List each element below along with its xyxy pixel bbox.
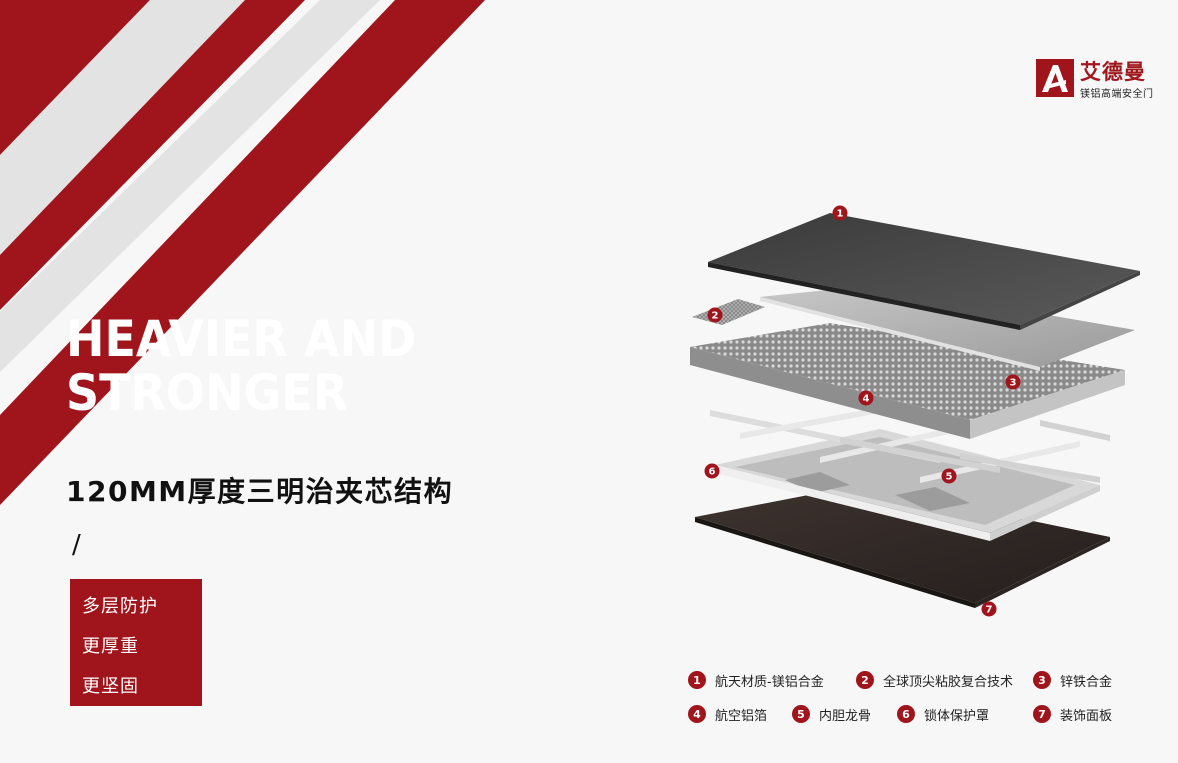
layer-2-adhesive-mesh	[692, 299, 765, 325]
svg-text:3: 3	[1010, 378, 1017, 389]
svg-text:5: 5	[946, 472, 953, 483]
layer-7-decorative-panel	[695, 485, 1110, 608]
feature-item: 更厚重	[82, 636, 139, 657]
legend-item-3: 3 锌铁合金	[1033, 670, 1112, 690]
legend-item-4: 4 航空铝箔	[688, 704, 767, 724]
legend-number-badge: 1	[688, 671, 706, 689]
layer-badge-4: 4	[858, 390, 874, 406]
brand-logo-mark-icon	[1036, 59, 1074, 97]
headline: HEAVIER AND STRONGER	[66, 312, 447, 420]
headline-line-2: STRONGER	[66, 364, 349, 422]
svg-text:7: 7	[986, 605, 993, 616]
legend-number-badge: 2	[856, 671, 874, 689]
legend-item-5: 5 内胆龙骨	[792, 704, 871, 724]
legend-label: 内胆龙骨	[819, 708, 872, 724]
layer-5-inner-frame	[710, 407, 1110, 483]
layer-badge-1: 1	[832, 205, 848, 221]
stripe-red-3	[0, 0, 485, 505]
legend-item-6: 6 锁体保护罩	[897, 704, 989, 724]
svg-text:2: 2	[712, 311, 719, 322]
legend-number-badge: 7	[1033, 705, 1051, 723]
legend-number-badge: 3	[1033, 671, 1051, 689]
door-layer-exploded-diagram: 1 2 3 4 5 6 7	[690, 205, 1140, 617]
legend-label: 航天材质-镁铝合金	[715, 674, 824, 690]
legend-item-2: 2 全球顶尖粘胶复合技术	[856, 670, 1013, 690]
layer-badge-5: 5	[941, 468, 957, 484]
brand-name: 艾德曼	[1080, 60, 1146, 84]
legend-label: 航空铝箔	[715, 708, 768, 724]
subtitle: 120MM厚度三明治夹芯结构	[66, 475, 454, 508]
feature-box: 多层防护 更厚重 更坚固	[70, 579, 202, 706]
stripe-gray-2	[0, 0, 380, 372]
separator-slash: /	[72, 530, 81, 560]
legend-item-1: 1 航天材质-镁铝合金	[688, 670, 824, 690]
layer-badge-3: 3	[1005, 374, 1021, 390]
svg-text:1: 1	[837, 209, 844, 220]
svg-text:4: 4	[863, 394, 870, 405]
legend-label: 锌铁合金	[1060, 674, 1113, 690]
layer-badge-6: 6	[704, 463, 720, 479]
legend-label: 锁体保护罩	[924, 708, 990, 724]
svg-text:6: 6	[709, 467, 716, 478]
brand-logo: 艾德曼 镁铝高端安全门	[1036, 58, 1161, 102]
legend-number-badge: 5	[792, 705, 810, 723]
legend-number-badge: 4	[688, 705, 706, 723]
layer-3-zinc-iron-sheet	[760, 285, 1135, 371]
legend-label: 全球顶尖粘胶复合技术	[883, 674, 1014, 690]
headline-line-1: HEAVIER AND	[66, 310, 417, 368]
layer-badge-7: 7	[981, 601, 997, 617]
legend-number-badge: 6	[897, 705, 915, 723]
legend-label: 装饰面板	[1060, 708, 1113, 724]
layer-4-honeycomb-core	[690, 323, 1125, 439]
feature-item: 更坚固	[82, 676, 139, 697]
feature-item: 多层防护	[82, 596, 158, 617]
layer-badge-2: 2	[707, 307, 723, 323]
legend-item-7: 7 装饰面板	[1033, 704, 1112, 724]
brand-tagline: 镁铝高端安全门	[1080, 89, 1154, 100]
layer-1-top-panel	[708, 213, 1140, 330]
stripe-red-2	[0, 0, 305, 310]
layer-legend: 1 航天材质-镁铝合金 2 全球顶尖粘胶复合技术 3 锌铁合金 4 航空铝箔 5…	[688, 670, 1148, 730]
